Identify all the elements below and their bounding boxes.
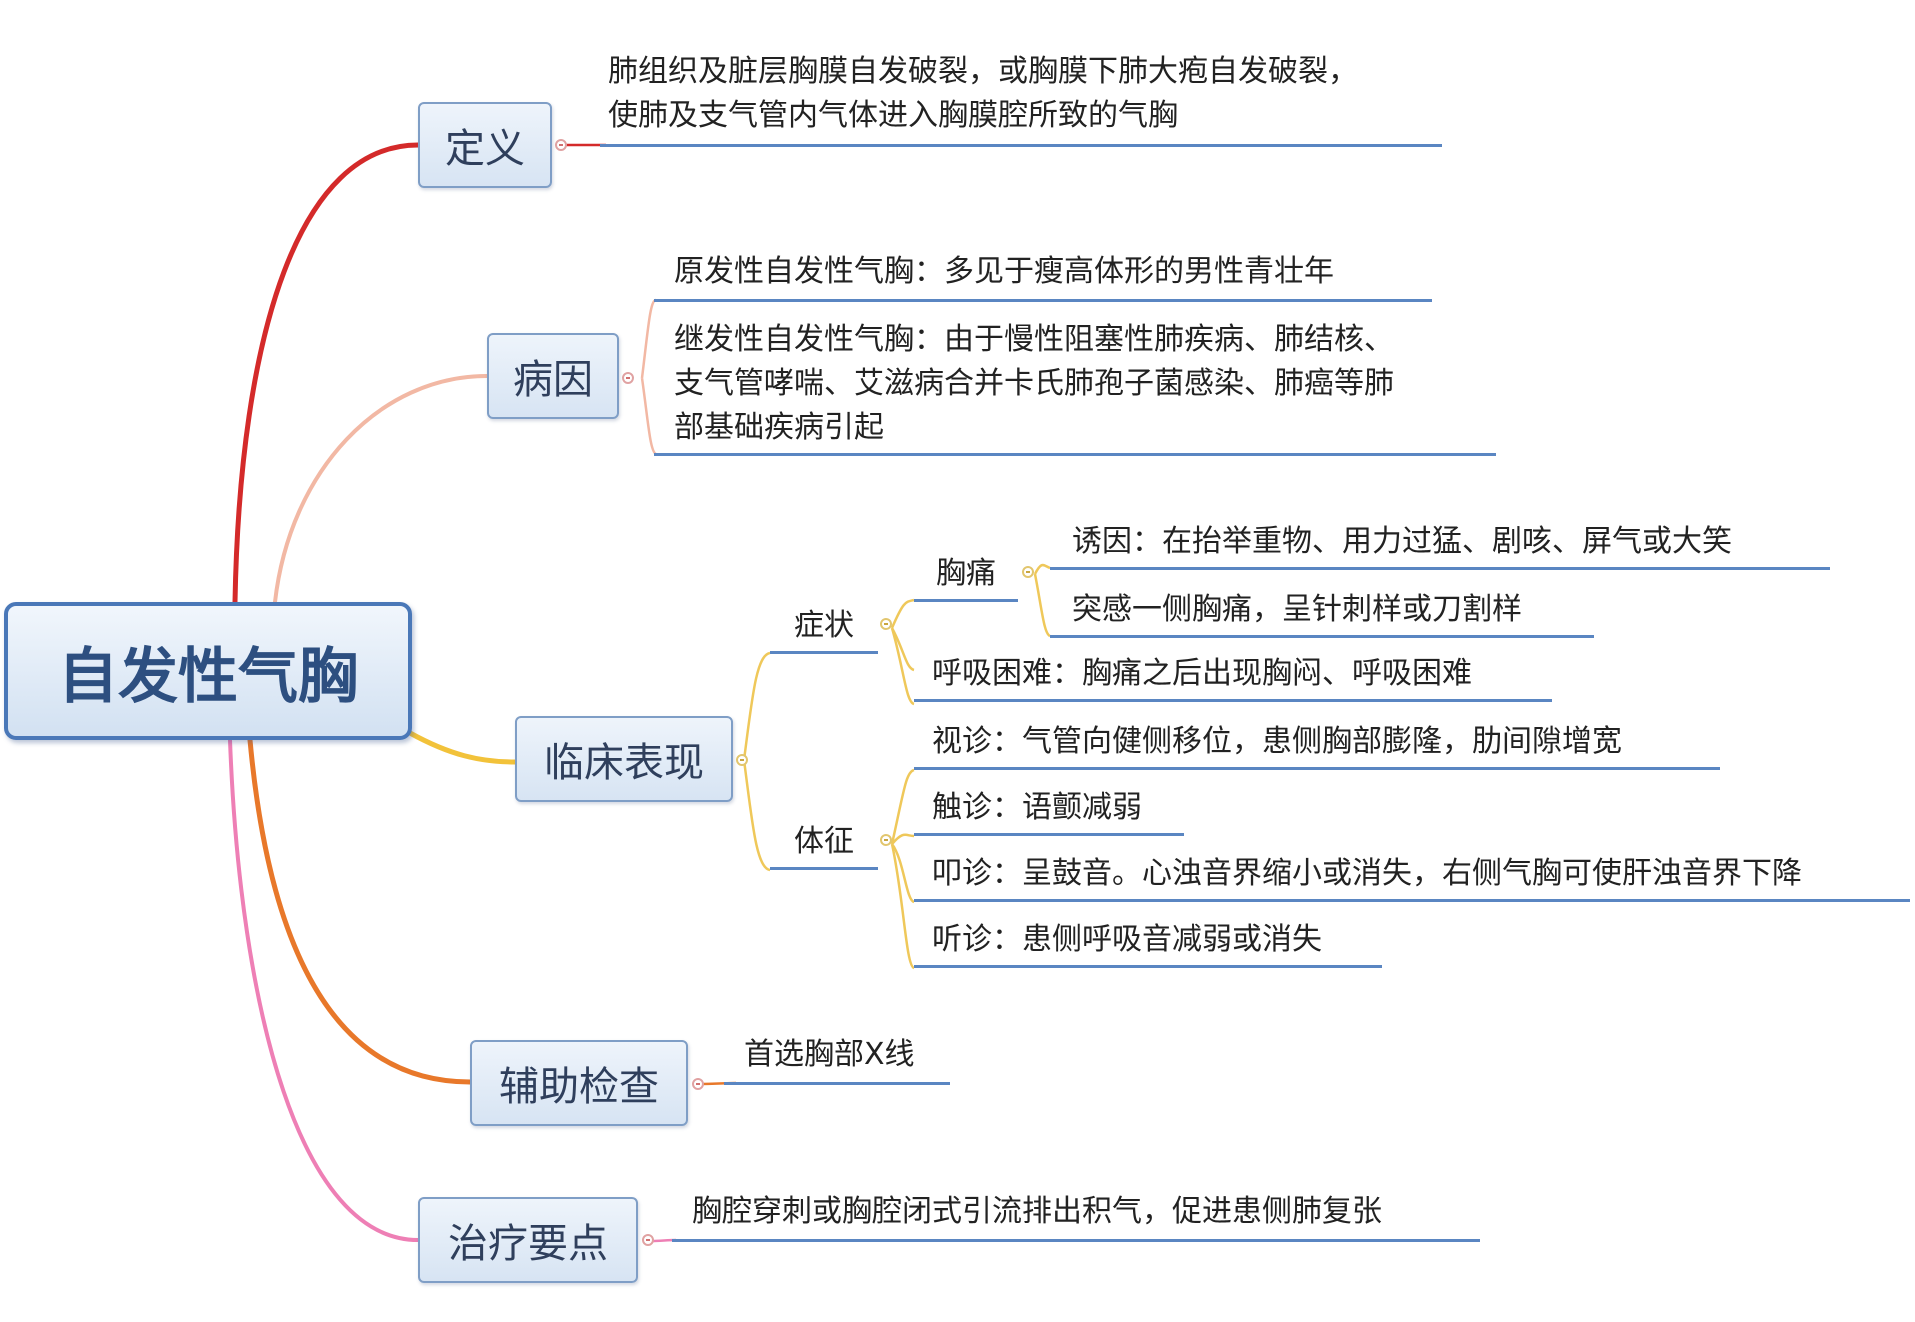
connector-clinical	[407, 730, 518, 765]
connector-treatment	[228, 738, 420, 1242]
etiology-secondary-line-3: 部基础疾病引起	[674, 410, 884, 445]
etiology-primary-text: 原发性自发性气胸：多见于瘦高体形的男性青壮年	[674, 254, 1334, 289]
sign-inspection-text: 视诊：气管向健侧移位，患侧胸部膨隆，肋间隙增宽	[932, 724, 1622, 759]
collapse-toggle-symptoms[interactable]	[880, 618, 892, 630]
branch-auxiliary-label: 辅助检查	[499, 1064, 659, 1110]
branch-etiology[interactable]: 病因	[487, 333, 619, 419]
root-title: 自发性气胸	[58, 641, 358, 712]
branch-clinical-label: 临床表现	[544, 740, 704, 786]
sign-auscultation: 听诊：患侧呼吸音减弱或消失	[914, 918, 1382, 968]
branch-clinical[interactable]: 临床表现	[515, 716, 733, 802]
definition-line-1: 肺组织及脏层胸膜自发破裂，或胸膜下肺大疱自发破裂，	[608, 54, 1358, 89]
collapse-toggle-auxiliary[interactable]	[692, 1078, 704, 1090]
auxiliary-text: 首选胸部X线	[724, 1033, 950, 1085]
etiology-primary: 原发性自发性气胸：多见于瘦高体形的男性青壮年	[654, 250, 1432, 302]
sign-percussion-text: 叩诊：呈鼓音。心浊音界缩小或消失，右侧气胸可使肝浊音界下降	[932, 856, 1802, 891]
sign-auscultation-text: 听诊：患侧呼吸音减弱或消失	[932, 922, 1322, 957]
sign-palpation: 触诊：语颤减弱	[914, 786, 1184, 836]
signs-node[interactable]: 体征	[770, 820, 878, 870]
chest-pain-trigger-text: 诱因：在抬举重物、用力过猛、剧咳、屏气或大笑	[1072, 524, 1732, 559]
symptoms-label: 症状	[794, 608, 854, 643]
collapse-toggle-etiology[interactable]	[622, 372, 634, 384]
treatment-text: 胸腔穿刺或胸腔闭式引流排出积气，促进患侧肺复张	[672, 1190, 1480, 1242]
auxiliary-text-value: 首选胸部X线	[744, 1037, 915, 1072]
chest-pain-node[interactable]: 胸痛	[914, 552, 1018, 602]
root-node[interactable]: 自发性气胸	[4, 602, 412, 740]
branch-treatment-label: 治疗要点	[448, 1221, 608, 1267]
sign-percussion: 叩诊：呈鼓音。心浊音界缩小或消失，右侧气胸可使肝浊音界下降	[914, 852, 1910, 902]
dyspnea-text: 呼吸困难：胸痛之后出现胸闷、呼吸困难	[932, 656, 1472, 691]
connector-auxiliary	[247, 737, 473, 1085]
etiology-secondary: 继发性自发性气胸：由于慢性阻塞性肺疾病、肺结核、 支气管哮喘、艾滋病合并卡氏肺孢…	[654, 318, 1496, 456]
chest-pain-sudden: 突感一侧胸痛，呈针刺样或刀割样	[1050, 588, 1594, 638]
collapse-toggle-clinical[interactable]	[736, 754, 748, 766]
collapse-toggle-signs[interactable]	[880, 834, 892, 846]
collapse-toggle-chest-pain[interactable]	[1022, 566, 1034, 578]
branch-definition-label: 定义	[445, 126, 525, 172]
etiology-secondary-line-2: 支气管哮喘、艾滋病合并卡氏肺孢子菌感染、肺癌等肺	[674, 366, 1394, 401]
branch-etiology-label: 病因	[513, 357, 593, 403]
branch-auxiliary[interactable]: 辅助检查	[470, 1040, 688, 1126]
signs-label: 体征	[794, 824, 854, 859]
definition-text: 肺组织及脏层胸膜自发破裂，或胸膜下肺大疱自发破裂， 使肺及支气管内气体进入胸膜腔…	[600, 50, 1442, 147]
sign-inspection: 视诊：气管向健侧移位，患侧胸部膨隆，肋间隙增宽	[914, 720, 1720, 770]
sign-palpation-text: 触诊：语颤减弱	[932, 790, 1142, 825]
dyspnea: 呼吸困难：胸痛之后出现胸闷、呼吸困难	[914, 652, 1552, 702]
collapse-toggle-definition[interactable]	[555, 139, 567, 151]
connector-etiology	[273, 374, 489, 604]
branch-definition[interactable]: 定义	[418, 102, 552, 188]
connector-definition	[232, 142, 421, 605]
treatment-text-value: 胸腔穿刺或胸腔闭式引流排出积气，促进患侧肺复张	[692, 1194, 1382, 1229]
symptoms-node[interactable]: 症状	[770, 604, 878, 654]
definition-line-2: 使肺及支气管内气体进入胸膜腔所致的气胸	[608, 98, 1178, 133]
chest-pain-label: 胸痛	[936, 556, 996, 591]
chest-pain-sudden-text: 突感一侧胸痛，呈针刺样或刀割样	[1072, 592, 1522, 627]
chest-pain-trigger: 诱因：在抬举重物、用力过猛、剧咳、屏气或大笑	[1050, 520, 1830, 570]
branch-treatment[interactable]: 治疗要点	[418, 1197, 638, 1283]
collapse-toggle-treatment[interactable]	[642, 1234, 654, 1246]
etiology-secondary-line-1: 继发性自发性气胸：由于慢性阻塞性肺疾病、肺结核、	[674, 322, 1394, 357]
